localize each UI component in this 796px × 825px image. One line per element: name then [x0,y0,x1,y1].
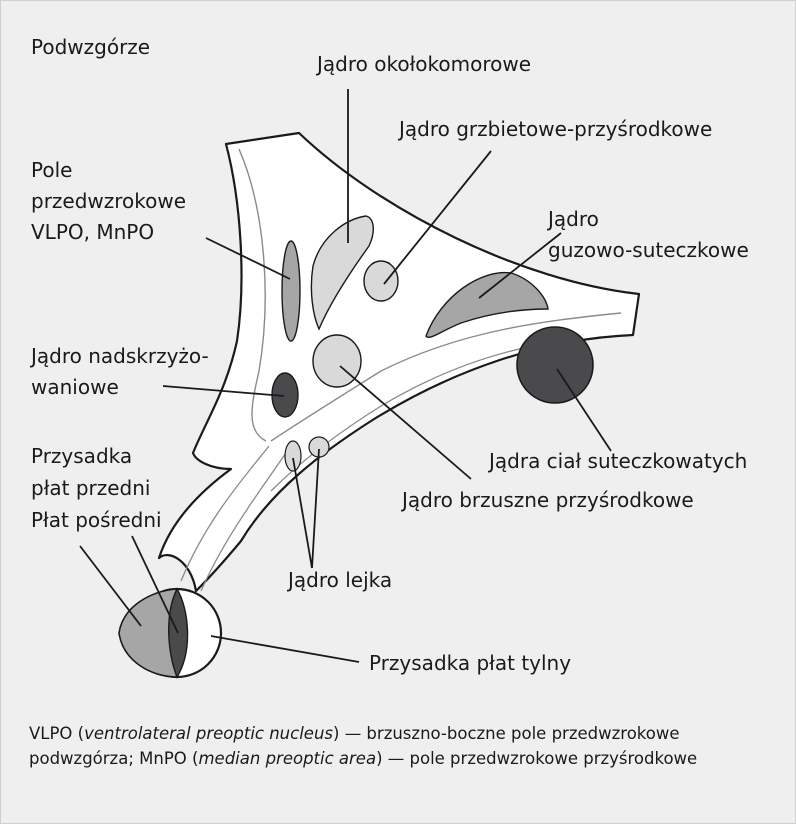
inner-contour-stalk [270,312,622,442]
leader-intermediate-lobe [131,535,179,634]
leader-tuberomammillary [478,232,562,299]
caption-abbr-vlpo: VLPO [29,724,73,743]
leader-infundibular-left [292,457,313,569]
caption-term-mnpo: median preoptic area [198,749,377,768]
inner-contour-left [238,148,267,442]
label-preoptic-2: przedwzrokowe [31,189,187,213]
dorsomedial-nucleus [363,260,399,302]
ventromedial-nucleus [312,334,362,388]
leader-ventromedial [339,365,472,480]
label-infundibular: Jądro lejka [288,568,393,592]
caption-def-mnpo: — pole przedwzrokowe przyśrodkowe [387,749,698,768]
label-suprachiasmatic-1: Jądro nadskrzyżo- [31,344,209,368]
preoptic-area-nucleus [281,240,301,342]
label-suprachiasmatic-2: waniowe [31,375,119,399]
paraventricular-nucleus [310,215,374,331]
label-posterior-pituitary: Przysadka płat tylny [369,651,572,675]
label-dorsomedial: Jądro grzbietowe-przyśrodkowe [399,117,713,141]
caption-term-vlpo: ventrolateral preoptic nucleus [84,724,333,743]
label-tuberomammillary-2: guzowo-suteczkowe [548,238,749,262]
label-ventromedial: Jądro brzuszne przyśrodkowe [402,488,694,512]
mammillary-body [516,326,594,404]
caption-abbr-mnpo: MnPO [139,749,187,768]
leader-anterior-pituitary [79,545,142,627]
label-paraventricular: Jądro okołokomorowe [317,52,531,76]
leader-dorsomedial [383,150,492,285]
leader-lines [79,89,612,663]
inner-contour-lower [270,340,562,492]
tuberomammillary-nucleus [425,271,549,338]
inner-contour-infundibulum [180,445,287,592]
label-preoptic-1: Pole [31,158,73,182]
label-pituitary-1: Przysadka [31,444,133,468]
leader-posterior-pituitary [210,635,360,663]
infundibular-nucleus-left [284,440,302,472]
caption: VLPO (ventrolateral preoptic nucleus) — … [29,724,698,768]
leader-suprachiasmatic [162,385,285,397]
label-pituitary-3: Płat pośredni [31,508,162,532]
leader-infundibular-right [311,448,320,569]
title-label: Podwzgórze [31,35,151,59]
leader-preoptic [205,237,291,280]
label-mammillary: Jądra ciał suteczkowatych [489,449,748,473]
caption-def-vlpo: — brzuszno-boczne pole przedwzrokowe pod… [29,724,680,768]
label-preoptic-3: VLPO, MnPO [31,220,155,244]
label-pituitary-2: płat przedni [31,476,151,500]
leader-mammillary [556,368,612,452]
label-tuberomammillary-1: Jądro [548,207,599,231]
